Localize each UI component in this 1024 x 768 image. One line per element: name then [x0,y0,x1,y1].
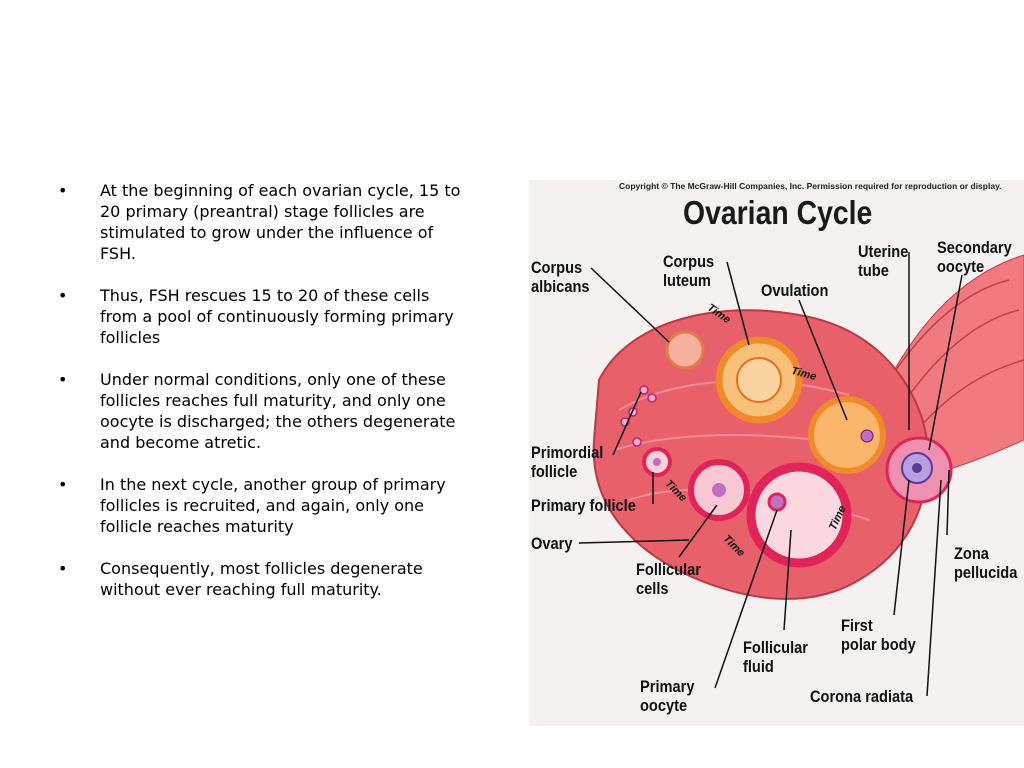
figure-title: Ovarian Cycle [683,194,873,231]
primordial-follicle [639,385,649,395]
ruptured-follicle [808,396,886,474]
copyright-notice: Copyright © The McGraw-Hill Companies, I… [619,181,1002,191]
bullet-text: Under normal conditions, only one of the… [100,370,456,452]
label-follicular-fluid: Follicular fluid [743,638,808,676]
ovary-illustration [592,254,1024,600]
bullet-text: At the beginning of each ovarian cycle, … [100,181,461,263]
leader-lines [578,252,963,697]
label-corpus-luteum: Corpus luteum [663,252,715,290]
label-ovulation: Ovulation [761,281,829,300]
bullet-item: • At the beginning of each ovarian cycle,… [58,180,468,264]
label-corpus-albicans: Corpus albicans [531,258,590,296]
label-primary-follicle: Primary follicle [531,496,636,515]
bullet-list: • At the beginning of each ovarian cycle,… [58,180,468,621]
bullet-text: Consequently, most follicles degenerate … [100,559,423,599]
label-corona-radiata: Corona radiata [810,687,914,706]
bullet-item: • Consequently, most follicles degenerate… [58,558,468,600]
antral-follicle [746,462,852,568]
bullet-text: Thus, FSH rescues 15 to 20 of these cell… [100,286,454,347]
label-primary-oocyte: Primary oocyte [640,677,695,715]
bullet-marker: • [58,475,68,494]
label-follicular-cells: Follicular cells [636,560,701,598]
corpus-albicans [665,330,705,370]
bullet-marker: • [58,370,68,389]
bullet-marker: • [58,559,68,578]
bullet-item: • Under normal conditions, only one of th… [58,369,468,453]
bullet-text: In the next cycle, another group of prim… [100,475,446,536]
ovarian-cycle-figure: Copyright © The McGraw-Hill Companies, I… [529,180,1024,726]
label-secondary-oocyte: Secondary oocyte [937,238,1012,276]
bullet-item: • Thus, FSH rescues 15 to 20 of these cel… [58,285,468,348]
label-uterine-tube: Uterine tube [858,242,909,280]
bullet-item: • In the next cycle, another group of pri… [58,474,468,537]
label-primordial-follicle: Primordial follicle [531,443,604,481]
label-first-polar-body: First polar body [841,616,916,654]
bullet-marker: • [58,181,68,200]
bullet-marker: • [58,286,68,305]
label-zona-pellucida: Zona pellucida [954,544,1018,582]
label-ovary: Ovary [531,534,573,553]
